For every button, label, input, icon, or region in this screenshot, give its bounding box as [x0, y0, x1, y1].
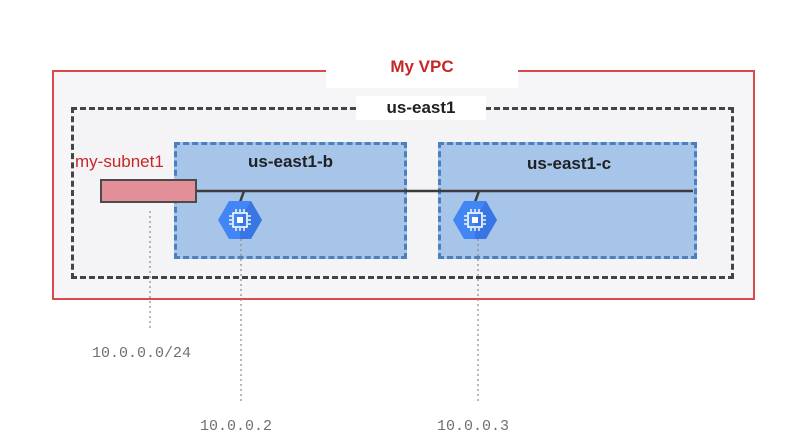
compute-engine-icon: [453, 201, 497, 239]
vpc-title: My VPC: [390, 57, 454, 76]
region-title: us-east1: [386, 98, 456, 117]
vm-ip-c: 10.0.0.3: [437, 418, 510, 435]
zone-box-us-east1-c: [438, 142, 697, 259]
subnet-label: my-subnet1: [75, 152, 164, 171]
subnet-block: [100, 179, 197, 203]
zone-box-us-east1-b: [174, 142, 407, 259]
zone-label-b: us-east1-b: [248, 152, 334, 171]
compute-engine-icon: [218, 201, 262, 239]
subnet-cidr: 10.0.0.0/24: [92, 345, 192, 362]
region-title-background: [356, 96, 486, 120]
vpc-title-background: [326, 52, 518, 88]
zone-label-c: us-east1-c: [527, 154, 612, 173]
vm-ip-b: 10.0.0.2: [200, 418, 273, 435]
